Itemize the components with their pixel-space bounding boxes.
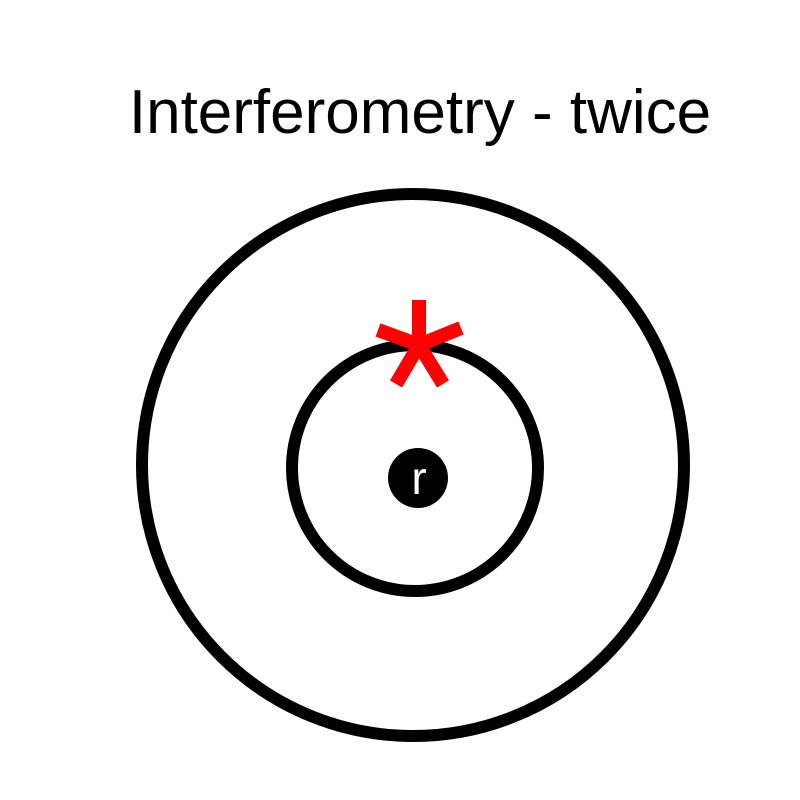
center-dot	[388, 448, 448, 508]
diagram-title: Interferometry - twice	[128, 78, 712, 147]
outer-ring	[136, 188, 690, 742]
center-label: r	[411, 452, 426, 504]
star-marker	[375, 300, 464, 388]
